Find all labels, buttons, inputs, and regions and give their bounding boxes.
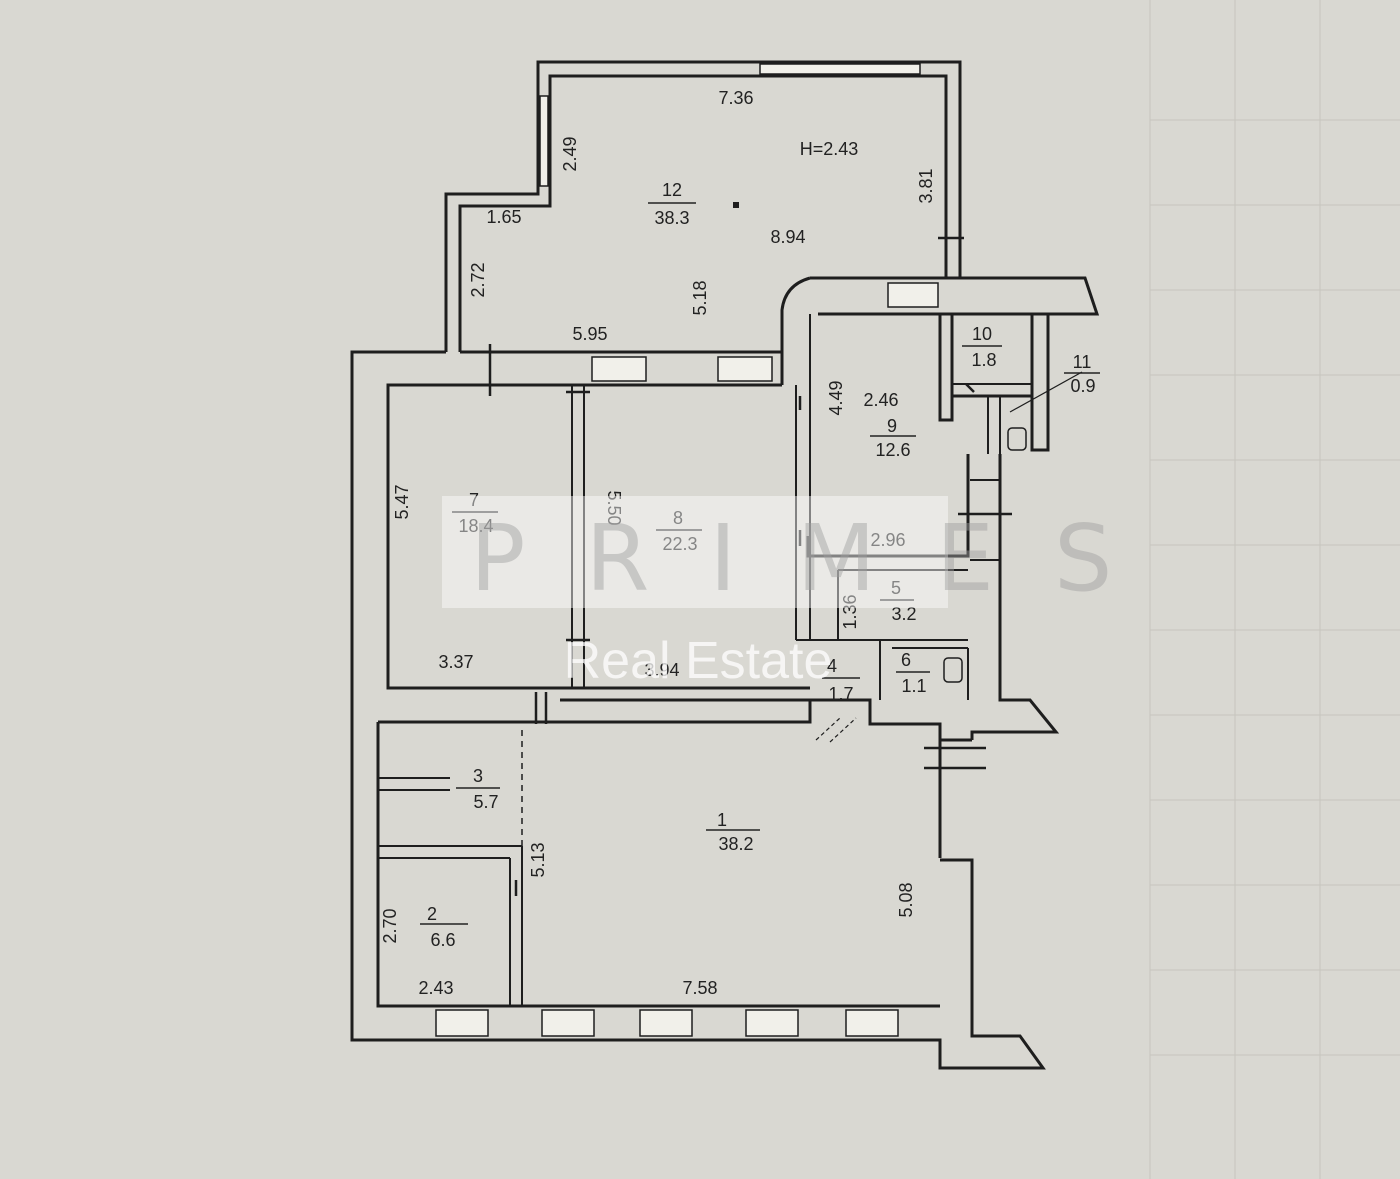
dim-inner-12: 5.18 <box>690 280 710 315</box>
dim-room9-width: 2.46 <box>863 390 898 410</box>
room-4-number: 4 <box>827 656 837 676</box>
windows <box>435 63 939 1037</box>
dim-room8-width: 3.94 <box>644 660 679 680</box>
dim-room1-width: 7.58 <box>682 978 717 998</box>
dim-left-lower: 2.72 <box>468 262 488 297</box>
room-1-label: 1 38.2 <box>706 810 760 854</box>
dim-step-width: 1.65 <box>486 207 521 227</box>
room-11-number: 11 <box>1073 352 1092 372</box>
room-5-number: 5 <box>891 578 901 598</box>
room-2-number: 2 <box>427 904 437 924</box>
dim-depth-12: 8.94 <box>770 227 805 247</box>
room-10-number: 10 <box>972 324 992 344</box>
watermark-box <box>442 496 948 608</box>
room-8-area: 22.3 <box>662 534 697 554</box>
opening-marks <box>488 202 1083 896</box>
dim-bottom-12: 5.95 <box>572 324 607 344</box>
room-5-area: 3.2 <box>891 604 916 624</box>
room-1-number: 1 <box>717 810 727 830</box>
room-6-number: 6 <box>901 650 911 670</box>
room-7-area: 18.4 <box>458 516 493 536</box>
dim-room3-height: 5.13 <box>528 842 548 877</box>
room-12-label: 12 38.3 <box>648 180 696 228</box>
room-12-area: 38.3 <box>654 208 689 228</box>
dim-room1-height: 5.08 <box>896 882 916 917</box>
room-10-label: 10 1.8 <box>962 324 1002 370</box>
dim-room7-width: 3.37 <box>438 652 473 672</box>
interior-walls <box>378 314 1032 1006</box>
room-11-area: 0.9 <box>1070 376 1095 396</box>
room-6-area: 1.1 <box>901 676 926 696</box>
room-8-label: 8 22.3 <box>656 508 702 554</box>
dim-room5-height: 1.36 <box>840 594 860 629</box>
ceiling-height: H=2.43 <box>800 139 859 159</box>
room-2-label: 2 6.6 <box>420 904 468 950</box>
dim-room5-width: 2.96 <box>870 530 905 550</box>
room-2-area: 6.6 <box>430 930 455 950</box>
room-9-area: 12.6 <box>875 440 910 460</box>
room-12-number: 12 <box>662 180 682 200</box>
room-9-label: 9 12.6 <box>870 416 916 460</box>
watermark-brand: PRIMES <box>470 505 1172 612</box>
dim-room9-height: 4.49 <box>826 380 846 415</box>
room-9-number: 9 <box>887 416 897 436</box>
room-7-number: 7 <box>469 490 479 510</box>
dim-room2-width: 2.43 <box>418 978 453 998</box>
watermark: PRIMES Real Estate <box>442 496 1172 690</box>
room-3-area: 5.7 <box>473 792 498 812</box>
room-4-area: 1.7 <box>828 684 853 704</box>
room-7-label: 7 18.4 <box>452 490 498 536</box>
watermark-subtitle: Real Estate <box>564 632 833 690</box>
room-10-area: 1.8 <box>971 350 996 370</box>
room-3-number: 3 <box>473 766 483 786</box>
room-11-label: 11 0.9 <box>1064 352 1100 396</box>
dim-room2-height: 2.70 <box>380 908 400 943</box>
room-labels: 12 38.3 10 1.8 11 0.9 9 12.6 7 18.4 8 22… <box>420 180 1100 950</box>
dim-top-width: 7.36 <box>718 88 753 108</box>
dimension-labels: 7.36 2.49 3.81 1.65 8.94 2.72 5.18 5.95 … <box>380 88 936 998</box>
dim-right-upper: 3.81 <box>916 168 936 203</box>
room-5-label: 5 3.2 <box>880 578 917 624</box>
room-1-area: 38.2 <box>718 834 753 854</box>
dim-room7-height: 5.47 <box>392 484 412 519</box>
dim-left-upper: 2.49 <box>560 136 580 171</box>
dim-room8-height: 5.50 <box>604 490 624 525</box>
room-6-label: 6 1.1 <box>896 650 930 696</box>
room-3-label: 3 5.7 <box>456 766 500 812</box>
room-8-number: 8 <box>673 508 683 528</box>
paper-grid <box>1149 0 1400 1179</box>
room-4-label: 4 1.7 <box>822 656 860 704</box>
